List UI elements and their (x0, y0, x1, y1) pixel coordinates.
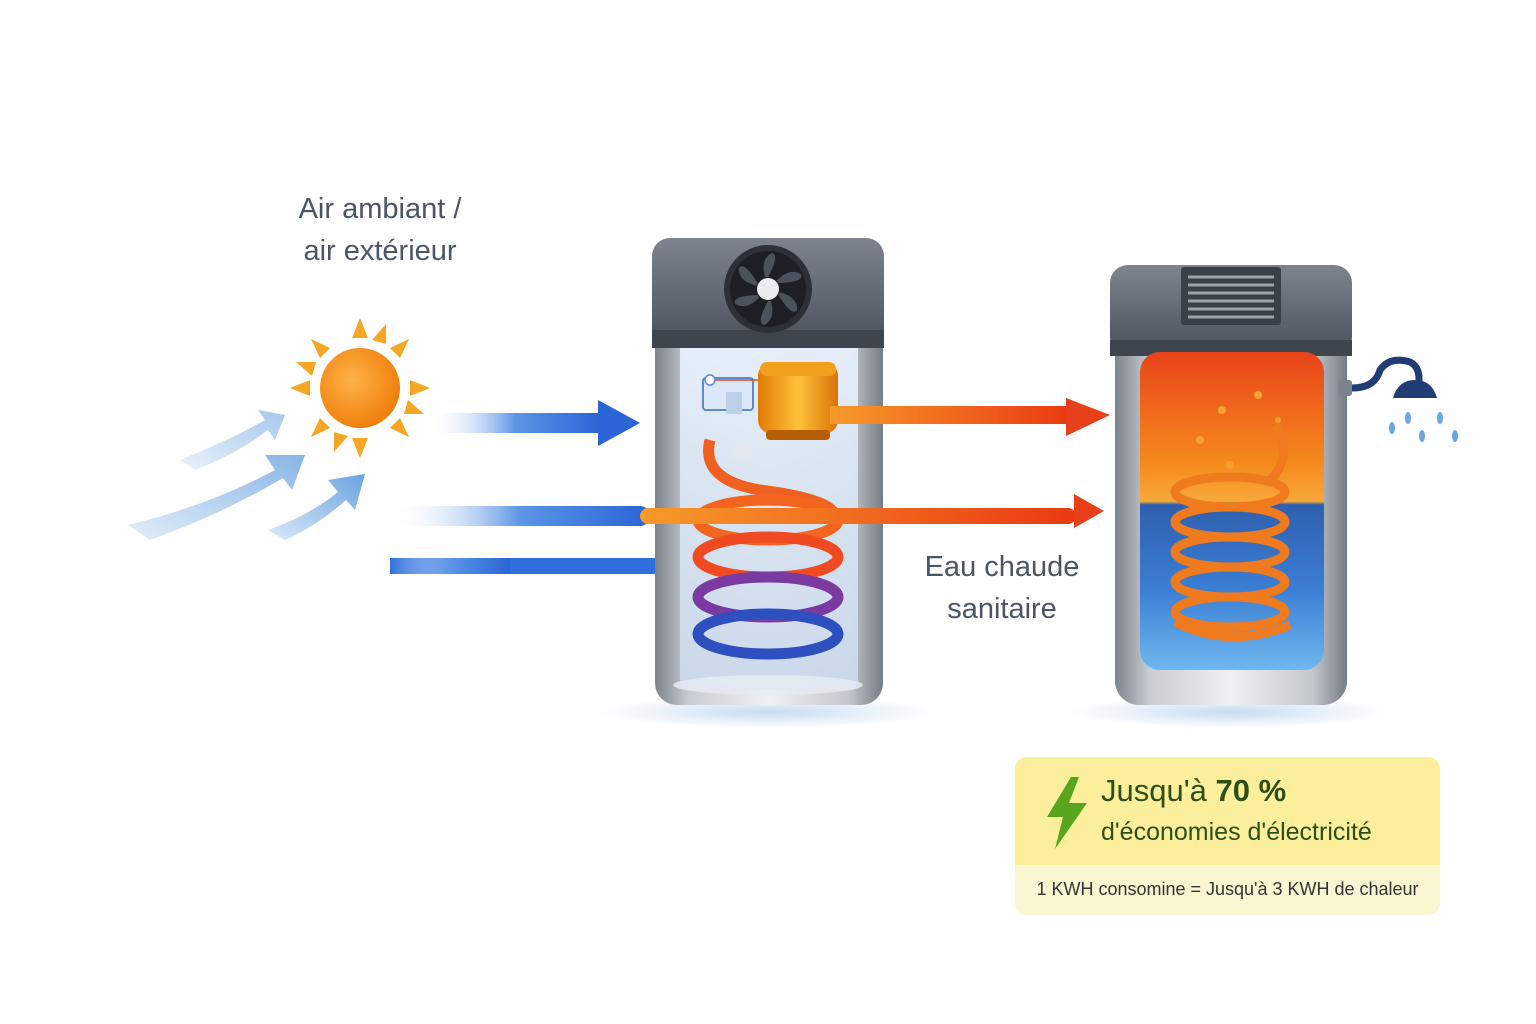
savings-subtitle: d'économies d'électricité (1101, 818, 1372, 846)
air-label-line2: air extérieur (303, 235, 457, 267)
air-label-line1: Air ambiant / (298, 193, 462, 225)
water-label-line2: sanitaire (947, 593, 1057, 625)
tank-coil (1170, 422, 1292, 642)
heat-pump-unit (598, 238, 938, 728)
vent-grille (1181, 267, 1281, 325)
cold-pipes (390, 506, 698, 650)
hot-flow-arrows (640, 398, 1110, 528)
shower-icon (1338, 356, 1458, 442)
fan-icon (724, 245, 812, 333)
savings-highlight (1015, 757, 1440, 865)
air-source-label: Air ambiant / air extérieur (250, 188, 510, 272)
hot-water-tank (1070, 265, 1390, 728)
compressor (758, 362, 838, 440)
wind-arrows-icon (128, 410, 365, 540)
expansion-valve (702, 374, 760, 462)
air-intake-arrow (430, 400, 640, 446)
savings-callout: Jusqu'à 70 % d'économies d'électricité 1… (1015, 757, 1440, 915)
sun-icon (290, 318, 430, 458)
water-label-line1: Eau chaude (924, 551, 1080, 583)
savings-title: Jusqu'à 70 % (1101, 773, 1286, 809)
lightning-bolt-icon (1047, 777, 1087, 849)
savings-title-prefix: Jusqu'à (1101, 773, 1216, 808)
savings-note: 1 KWH consomine = Jusqu'à 3 KWH de chale… (1036, 879, 1419, 899)
hot-water-label: Eau chaude sanitaire (892, 546, 1112, 630)
savings-percent: 70 % (1215, 773, 1287, 808)
